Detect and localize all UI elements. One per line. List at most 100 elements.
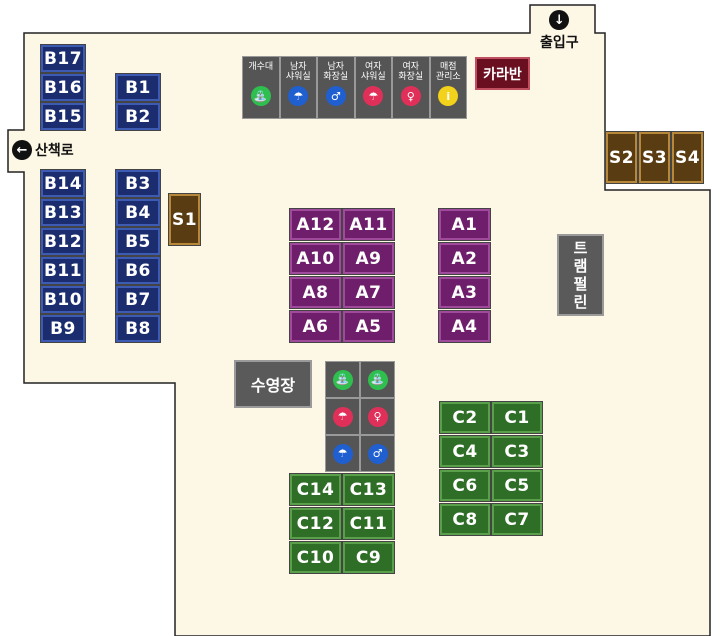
campsite-s2[interactable]: S2: [605, 131, 638, 184]
campsite-label: A9: [355, 248, 382, 269]
campsite-a8[interactable]: A8: [289, 276, 342, 309]
campsite-b16[interactable]: B16: [40, 73, 86, 102]
campsite-label: B1: [125, 77, 151, 98]
mens-shower-tile[interactable]: ☂: [325, 435, 360, 472]
campsite-c10[interactable]: C10: [289, 541, 342, 574]
campsite-c7[interactable]: C7: [491, 503, 543, 536]
campsite-b10[interactable]: B10: [40, 285, 86, 314]
campsite-a10[interactable]: A10: [289, 242, 342, 275]
campsite-label: B8: [125, 318, 151, 339]
campsite-c4[interactable]: C4: [439, 435, 491, 468]
pool-area[interactable]: 수영장: [234, 360, 312, 408]
campsite-b8[interactable]: B8: [115, 314, 161, 343]
campsite-b4[interactable]: B4: [115, 198, 161, 227]
info-icon: i: [438, 86, 459, 106]
campsite-label: A6: [302, 316, 329, 337]
campsite-c1[interactable]: C1: [491, 401, 543, 434]
campsite-label: B13: [43, 202, 83, 223]
campsite-a5[interactable]: A5: [342, 310, 395, 343]
campsite-label: A7: [355, 282, 382, 303]
campsite-label: C14: [296, 479, 335, 500]
campsite-label: B15: [43, 106, 83, 127]
campsite-c11[interactable]: C11: [342, 507, 395, 540]
campsite-b13[interactable]: B13: [40, 198, 86, 227]
campsite-label: A4: [451, 316, 478, 337]
toilet-icon: ♂: [367, 443, 388, 464]
trail-label: ← 산책로: [12, 140, 74, 160]
facility-box[interactable]: 개수대⛲: [242, 56, 280, 119]
campsite-c12[interactable]: C12: [289, 507, 342, 540]
campsite-a1[interactable]: A1: [438, 208, 491, 241]
arrow-left-circle-icon: ←: [12, 140, 32, 160]
trampoline-label: 트램펄린: [573, 239, 588, 311]
campsite-label: A11: [349, 214, 388, 235]
campsite-b11[interactable]: B11: [40, 256, 86, 285]
campsite-label: C7: [504, 509, 530, 530]
campsite-c9[interactable]: C9: [342, 541, 395, 574]
facility-box[interactable]: 남자 샤워실 ☂: [279, 56, 317, 119]
campsite-c2[interactable]: C2: [439, 401, 491, 434]
womens-toilet-tile[interactable]: ♀: [360, 398, 395, 435]
campsite-b17[interactable]: B17: [40, 44, 86, 73]
campsite-b7[interactable]: B7: [115, 285, 161, 314]
campsite-label: B12: [43, 231, 83, 252]
facility-label: 남자 샤워실: [285, 62, 311, 82]
campsite-a4[interactable]: A4: [438, 310, 491, 343]
campsite-label: C3: [504, 441, 530, 462]
campsite-b6[interactable]: B6: [115, 256, 161, 285]
campsite-label: C2: [452, 407, 478, 428]
campsite-b15[interactable]: B15: [40, 102, 86, 131]
shower-icon: ☂: [332, 443, 353, 464]
campsite-label: C13: [349, 479, 388, 500]
campsite-label: A8: [302, 282, 329, 303]
campsite-b3[interactable]: B3: [115, 169, 161, 198]
mens-toilet-tile[interactable]: ♂: [360, 435, 395, 472]
campsite-c8[interactable]: C8: [439, 503, 491, 536]
toilet-icon: ♀: [367, 406, 388, 427]
campsite-a7[interactable]: A7: [342, 276, 395, 309]
campsite-a3[interactable]: A3: [438, 276, 491, 309]
campsite-a12[interactable]: A12: [289, 208, 342, 241]
campsite-label: C8: [452, 509, 478, 530]
campsite-s1[interactable]: S1: [168, 193, 201, 246]
campsite-s3[interactable]: S3: [638, 131, 671, 184]
campsite-c3[interactable]: C3: [491, 435, 543, 468]
campsite-b12[interactable]: B12: [40, 227, 86, 256]
shower-icon: ☂: [363, 86, 384, 106]
campsite-c6[interactable]: C6: [439, 469, 491, 502]
campsite-label: C9: [355, 547, 382, 568]
womens-shower-tile[interactable]: ☂: [325, 398, 360, 435]
campsite-b14[interactable]: B14: [40, 169, 86, 198]
campsite-label: A2: [451, 248, 478, 269]
campsite-label: B7: [125, 289, 151, 310]
campsite-c14[interactable]: C14: [289, 473, 342, 506]
campsite-b5[interactable]: B5: [115, 227, 161, 256]
campsite-a6[interactable]: A6: [289, 310, 342, 343]
campsite-a2[interactable]: A2: [438, 242, 491, 275]
campsite-b2[interactable]: B2: [115, 102, 161, 131]
facility-box[interactable]: 여자 샤워실☂: [354, 56, 392, 119]
faucet-icon: ⛲: [332, 369, 353, 390]
campsite-b1[interactable]: B1: [115, 73, 161, 102]
facility-label: 매점 관리소: [435, 62, 461, 82]
campsite-s4[interactable]: S4: [671, 131, 704, 184]
facility-box[interactable]: 매점 관리소 i: [429, 56, 467, 119]
campsite-c13[interactable]: C13: [342, 473, 395, 506]
karaban-area[interactable]: 카라반: [475, 57, 530, 90]
faucet-tile[interactable]: ⛲: [360, 361, 395, 398]
shower-icon: ☂: [288, 86, 309, 106]
campsite-a9[interactable]: A9: [342, 242, 395, 275]
facility-box[interactable]: 여자 화장실♀: [392, 56, 430, 119]
campsite-a11[interactable]: A11: [342, 208, 395, 241]
campsite-b9[interactable]: B9: [40, 314, 86, 343]
facility-box[interactable]: 남자 화장실 ♂: [317, 56, 355, 119]
campsite-label: C4: [452, 441, 478, 462]
campsite-label: B9: [50, 318, 76, 339]
faucet-tile[interactable]: ⛲: [325, 361, 360, 398]
campsite-label: S3: [641, 147, 668, 168]
campsite-label: S1: [171, 209, 198, 230]
facility-label: 남자 화장실: [323, 62, 349, 82]
campsite-c5[interactable]: C5: [491, 469, 543, 502]
trampoline-area[interactable]: 트램펄린: [557, 234, 604, 316]
toilet-icon: ♂: [325, 86, 346, 106]
